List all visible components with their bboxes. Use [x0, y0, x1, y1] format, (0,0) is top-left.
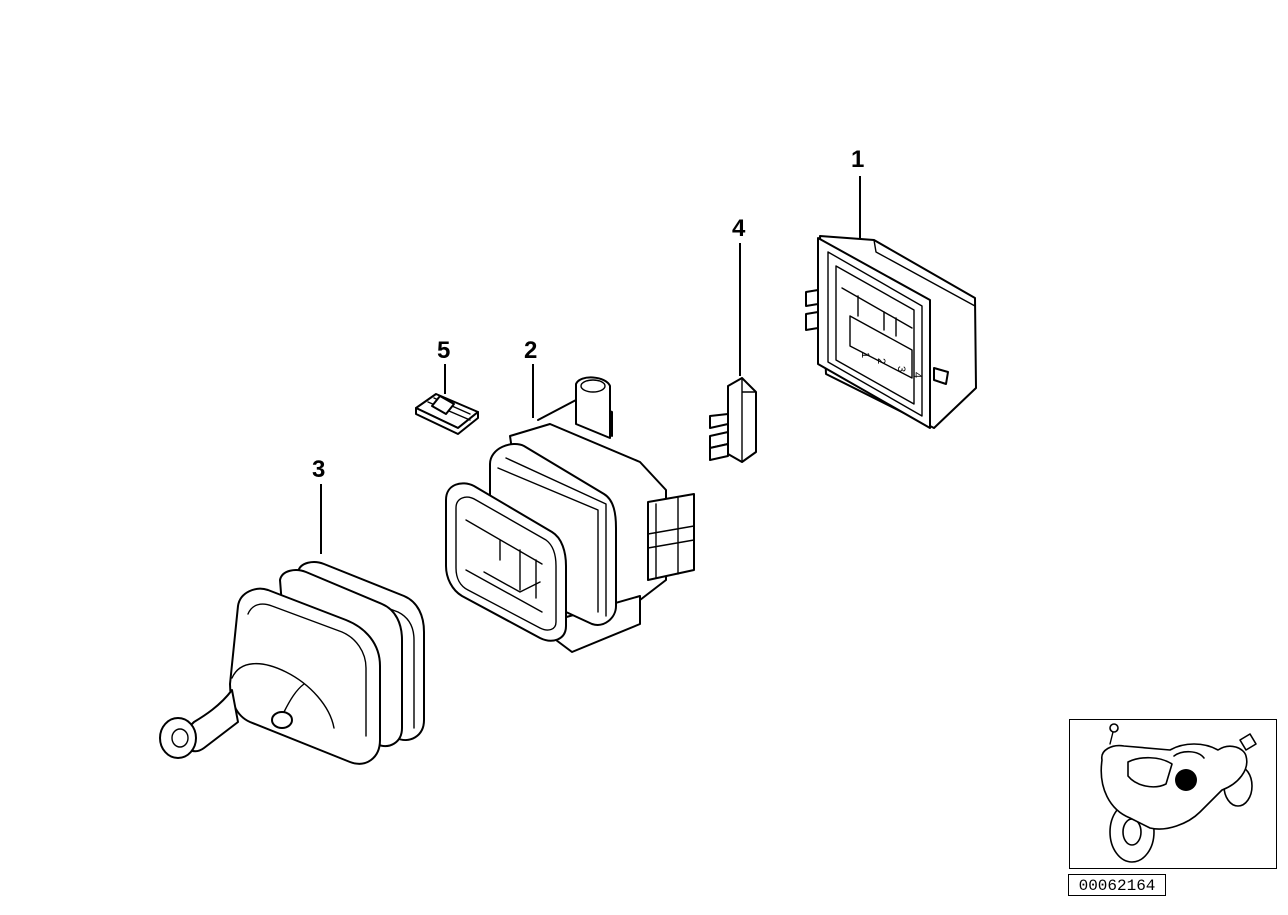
- pin-number-4: 4: [911, 372, 923, 378]
- callout-1: 1: [851, 146, 864, 173]
- pin-number-3: 3: [895, 366, 907, 372]
- diagram-id-label: 00062164: [1068, 874, 1166, 896]
- pin-number-2: 2: [875, 358, 887, 364]
- location-thumbnail: [1069, 719, 1277, 869]
- pin-number-1: 1: [859, 352, 871, 358]
- callout-3: 3: [312, 456, 325, 483]
- callout-5: 5: [437, 337, 450, 364]
- part-2-socket-housing[interactable]: 2: [445, 337, 695, 653]
- part-4-locking-insert[interactable]: 4: [709, 215, 757, 463]
- part-1-connector-housing[interactable]: 1 2 3 4 1: [805, 146, 977, 429]
- part-5-clip[interactable]: 5: [415, 337, 479, 435]
- callout-4: 4: [732, 215, 746, 242]
- callout-2: 2: [524, 337, 537, 364]
- motorcycle-location-icon: [1100, 723, 1257, 863]
- location-marker-dot: [1175, 769, 1197, 791]
- part-3-rubber-boot[interactable]: 3: [159, 456, 425, 765]
